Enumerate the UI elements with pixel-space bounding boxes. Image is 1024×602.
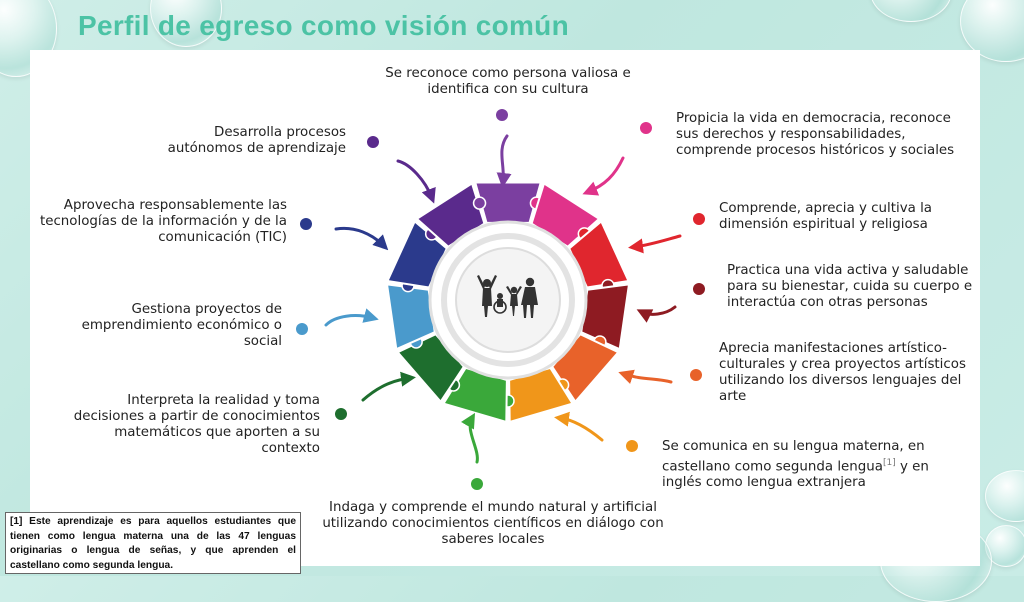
bullet-dot-lengua <box>626 440 638 452</box>
label-lengua-part1: Se comunica en su lengua materna, en cas… <box>662 439 925 475</box>
bullet-dot-autonomos <box>367 136 379 148</box>
bullet-dot-indaga <box>471 478 483 490</box>
puzzle-piece <box>415 181 486 249</box>
label-indaga: Indaga y comprende el mundo natural y ar… <box>322 500 664 547</box>
curved-arrow-icon <box>582 156 625 196</box>
curved-arrow-icon <box>636 305 677 323</box>
label-saludable: Practica una vida activa y saludable par… <box>727 263 973 310</box>
label-tic: Aprovecha responsablemente las tecnologí… <box>39 198 287 245</box>
bullet-dot-matematica <box>335 408 347 420</box>
center-circle <box>441 233 575 367</box>
puzzle-piece <box>473 181 543 224</box>
bullet-dot-saludable <box>693 283 705 295</box>
bullet-dot-democracia <box>640 122 652 134</box>
bullet-dot-artistico <box>690 369 702 381</box>
curved-arrow-icon <box>361 371 416 402</box>
puzzle-piece <box>567 219 630 289</box>
page-title: Perfil de egreso como visión común <box>78 10 569 41</box>
puzzle-piece <box>385 283 436 351</box>
bullet-dot-tic <box>300 218 312 230</box>
label-lengua-part2: y en inglés como lengua extranjera <box>662 459 929 491</box>
label-artistico: Aprecia manifestaciones artístico-cultur… <box>719 341 966 404</box>
curved-arrow-icon <box>460 412 479 464</box>
curved-arrow-icon <box>618 369 673 384</box>
family-silhouette-icon <box>477 275 538 318</box>
curved-arrow-icon <box>628 234 682 254</box>
puzzle-knob <box>472 196 487 210</box>
puzzle-piece <box>580 283 631 351</box>
puzzle-piece <box>441 366 508 424</box>
bullet-dot-espiritual <box>693 213 705 225</box>
curved-arrow-icon <box>496 134 512 188</box>
label-autonomos: Desarrolla procesos autónomos de aprendi… <box>167 125 346 156</box>
label-emprendimiento: Gestiona proyectos de emprendimiento eco… <box>81 302 282 349</box>
curved-arrow-icon <box>334 226 389 251</box>
curved-arrow-icon <box>554 411 604 442</box>
bullet-dot-valiosa <box>496 109 508 121</box>
label-matematica: Interpreta la realidad y toma decisiones… <box>73 393 320 456</box>
label-espiritual: Comprende, aprecia y cultiva la dimensió… <box>719 201 933 232</box>
bullet-dot-emprendimiento <box>296 323 308 335</box>
label-lengua: Se comunica en su lengua materna, en cas… <box>662 439 937 491</box>
curved-arrow-icon <box>324 308 379 327</box>
footnote-box: [1] Este aprendizaje es para aquellos es… <box>5 512 301 574</box>
puzzle-piece <box>508 366 575 424</box>
label-democracia: Propicia la vida en democracia, reconoce… <box>676 111 955 158</box>
label-valiosa: Se reconoce como persona valiosa e ident… <box>385 66 631 97</box>
footnote-ref[interactable]: [1] <box>882 458 896 468</box>
curved-arrow-icon <box>396 159 436 204</box>
puzzle-ring-diagram <box>324 134 682 464</box>
